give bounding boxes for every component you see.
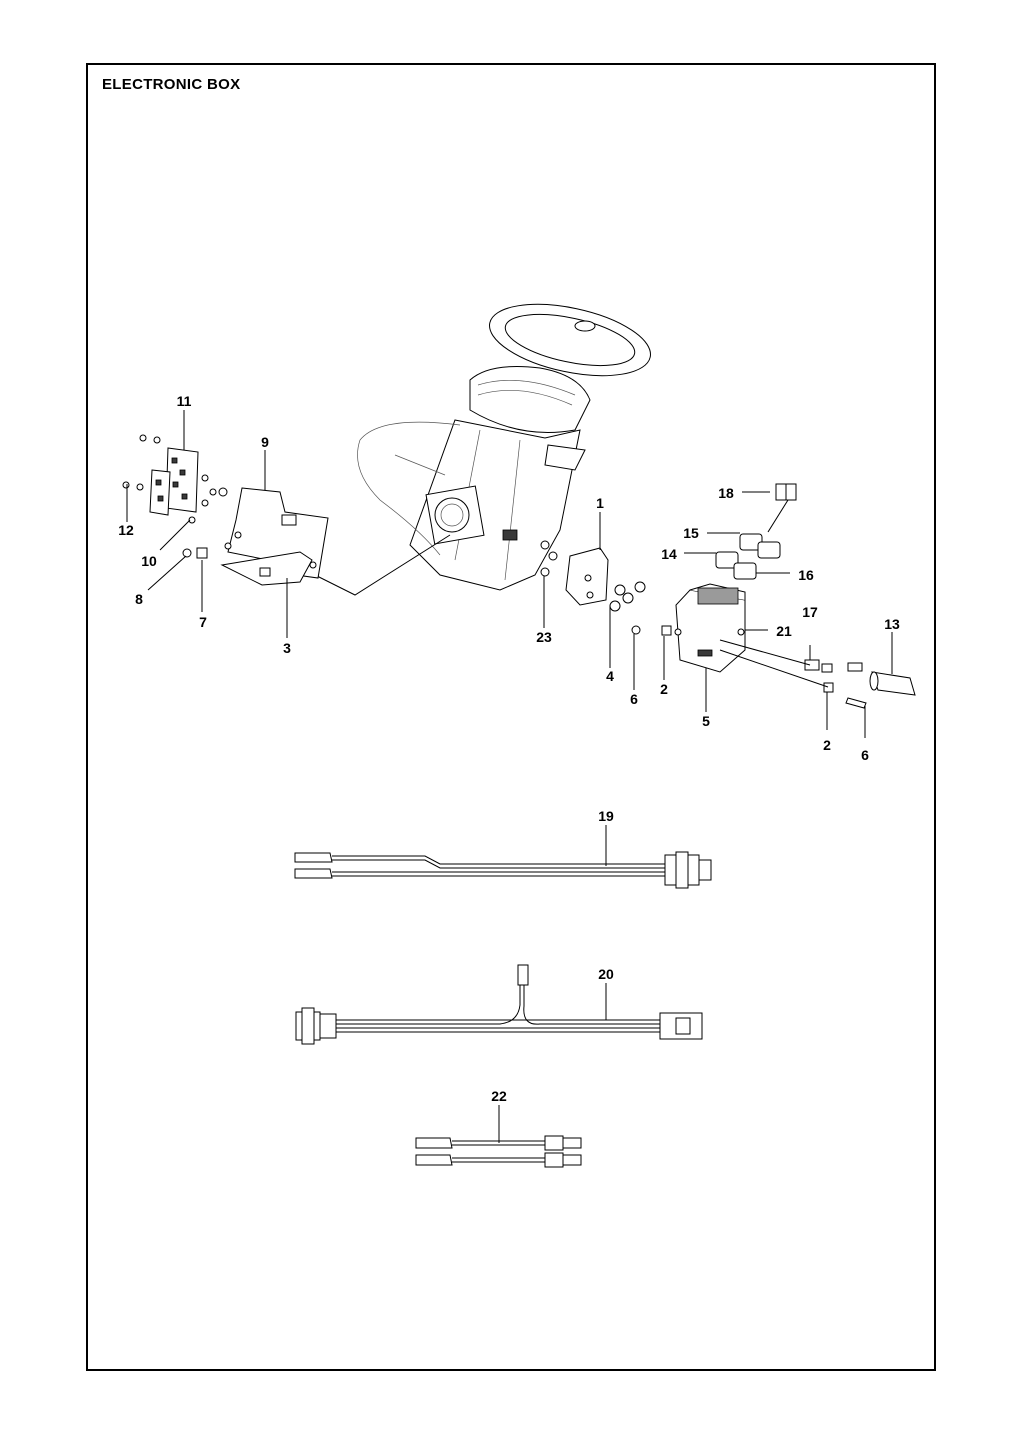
callout-2-left: 2 xyxy=(660,681,668,697)
callout-21: 21 xyxy=(776,623,792,639)
callout-4: 4 xyxy=(606,668,614,684)
callout-16: 16 xyxy=(798,567,814,583)
callout-14: 14 xyxy=(661,546,677,562)
callout-5: 5 xyxy=(702,713,710,729)
callout-7: 7 xyxy=(199,614,207,630)
page-title: ELECTRONIC BOX xyxy=(102,76,241,93)
callout-labels: 11 9 12 10 8 7 3 1 23 4 6 2 5 18 15 14 1… xyxy=(118,393,900,1104)
callout-12: 12 xyxy=(118,522,134,538)
callout-3: 3 xyxy=(283,640,291,656)
fuse-part-18 xyxy=(767,483,797,533)
circuit-board-part-11 xyxy=(149,447,199,516)
callout-18: 18 xyxy=(718,485,734,501)
callout-9: 9 xyxy=(261,434,269,450)
callout-1: 1 xyxy=(596,495,604,511)
bracket-part-3 xyxy=(220,551,317,586)
callout-20: 20 xyxy=(598,966,614,982)
callout-2-right: 2 xyxy=(823,737,831,753)
callout-23: 23 xyxy=(536,629,552,645)
steering-column-assembly xyxy=(357,303,651,591)
leader-lines xyxy=(126,410,893,1143)
nut-parts-7-8 xyxy=(182,547,208,559)
bracket-part-1 xyxy=(565,547,609,606)
callout-8: 8 xyxy=(135,591,143,607)
callout-15: 15 xyxy=(683,525,699,541)
screws-part-4 xyxy=(540,567,646,612)
callout-17: 17 xyxy=(802,604,818,620)
page-frame xyxy=(86,63,936,1371)
cable-harness-part-20 xyxy=(295,964,703,1045)
switch-parts-14-15-16 xyxy=(715,533,781,580)
electronic-box-part-5 xyxy=(674,583,746,673)
callout-22: 22 xyxy=(491,1088,507,1104)
callout-13: 13 xyxy=(884,616,900,632)
callout-19: 19 xyxy=(598,808,614,824)
callout-11: 11 xyxy=(177,393,192,409)
screws-parts-2-6-17 xyxy=(631,625,867,709)
callout-10: 10 xyxy=(141,553,157,569)
callout-6-left: 6 xyxy=(630,691,638,707)
leader-line xyxy=(304,534,451,596)
connector-part-13 xyxy=(869,671,916,696)
callout-6-right: 6 xyxy=(861,747,869,763)
cable-harness-part-19 xyxy=(294,851,712,889)
